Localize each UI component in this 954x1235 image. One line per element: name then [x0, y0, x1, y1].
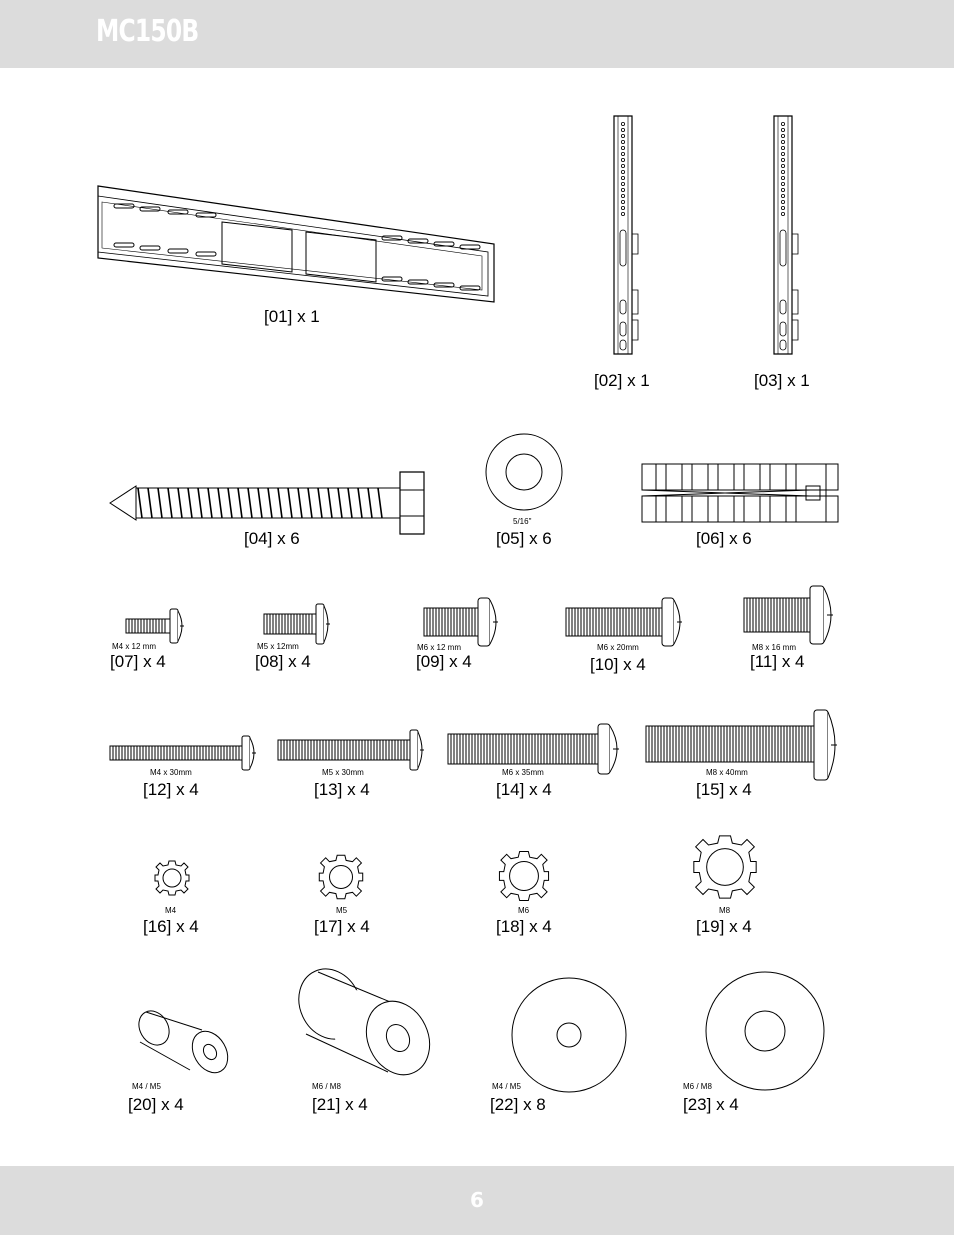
- part-16-label: [16] x 4: [143, 917, 199, 936]
- part-07-label: [07] x 4: [110, 652, 166, 671]
- part-10-size: M6 x 20mm: [597, 643, 639, 652]
- part-21-label: [21] x 4: [312, 1095, 368, 1114]
- part-08-label: [08] x 4: [255, 652, 311, 671]
- part-16-size: M4: [165, 906, 177, 915]
- part-03-bracket-drawing: [772, 114, 802, 358]
- part-20-spacer-drawing: [134, 1008, 234, 1074]
- part-01-label: [01] x 1: [264, 307, 320, 326]
- part-06-label: [06] x 6: [696, 529, 752, 548]
- part-11-label: [11] x 4: [750, 652, 805, 671]
- part-07-size: M4 x 12 mm: [112, 642, 157, 651]
- part-07-screw-drawing: [124, 607, 186, 645]
- part-02-label: [02] x 1: [594, 371, 650, 390]
- part-08-size: M5 x 12mm: [257, 642, 299, 651]
- part-18-size: M6: [518, 906, 530, 915]
- part-05-size: 5/16": [513, 517, 532, 526]
- page-number: 6: [470, 1188, 484, 1212]
- part-13-screw-drawing: [276, 728, 426, 772]
- part-11-screw-drawing: [742, 584, 838, 646]
- part-22-label: [22] x 8: [490, 1095, 546, 1114]
- part-19-size: M8: [719, 906, 731, 915]
- part-08-screw-drawing: [262, 602, 332, 646]
- part-23-size: M6 / M8: [683, 1082, 712, 1091]
- part-21-spacer-drawing: [296, 968, 436, 1080]
- part-11-size: M8 x 16 mm: [752, 643, 797, 652]
- part-14-size: M6 x 35mm: [502, 768, 544, 777]
- part-10-label: [10] x 4: [590, 655, 646, 674]
- part-22-washer-drawing: [510, 976, 628, 1094]
- part-04-label: [04] x 6: [244, 529, 300, 548]
- part-02-bracket-drawing: [612, 114, 642, 358]
- part-18-label: [18] x 4: [496, 917, 552, 936]
- part-09-size: M6 x 12 mm: [417, 643, 462, 652]
- part-15-label: [15] x 4: [696, 780, 752, 799]
- part-15-screw-drawing: [644, 708, 842, 782]
- part-12-screw-drawing: [108, 734, 258, 772]
- part-12-label: [12] x 4: [143, 780, 199, 799]
- part-15-size: M8 x 40mm: [706, 768, 748, 777]
- page-footer: 6: [0, 1166, 954, 1235]
- part-05-label: [05] x 6: [496, 529, 552, 548]
- part-12-size: M4 x 30mm: [150, 768, 192, 777]
- part-06-wall-anchor-drawing: [640, 462, 840, 524]
- part-19-label: [19] x 4: [696, 917, 752, 936]
- page-header: MC150B: [0, 0, 954, 68]
- part-13-label: [13] x 4: [314, 780, 370, 799]
- part-03-label: [03] x 1: [754, 371, 810, 390]
- part-01-wall-plate-drawing: [96, 186, 498, 304]
- part-10-screw-drawing: [564, 596, 686, 648]
- part-14-screw-drawing: [446, 722, 626, 776]
- part-04-lag-bolt-drawing: [108, 470, 428, 536]
- part-18-lock-washer-drawing: [498, 850, 550, 902]
- part-22-size: M4 / M5: [492, 1082, 521, 1091]
- part-17-size: M5: [336, 906, 348, 915]
- part-20-label: [20] x 4: [128, 1095, 184, 1114]
- part-05-washer-drawing: [484, 432, 564, 512]
- part-23-washer-drawing: [704, 970, 826, 1092]
- part-09-label: [09] x 4: [416, 652, 472, 671]
- part-20-size: M4 / M5: [132, 1082, 161, 1091]
- part-13-size: M5 x 30mm: [322, 768, 364, 777]
- part-17-label: [17] x 4: [314, 917, 370, 936]
- part-19-lock-washer-drawing: [692, 834, 758, 900]
- part-16-lock-washer-drawing: [154, 860, 190, 896]
- part-09-screw-drawing: [422, 596, 502, 648]
- model-title: MC150B: [96, 14, 199, 49]
- part-14-label: [14] x 4: [496, 780, 552, 799]
- part-17-lock-washer-drawing: [318, 854, 364, 900]
- part-21-size: M6 / M8: [312, 1082, 341, 1091]
- part-23-label: [23] x 4: [683, 1095, 739, 1114]
